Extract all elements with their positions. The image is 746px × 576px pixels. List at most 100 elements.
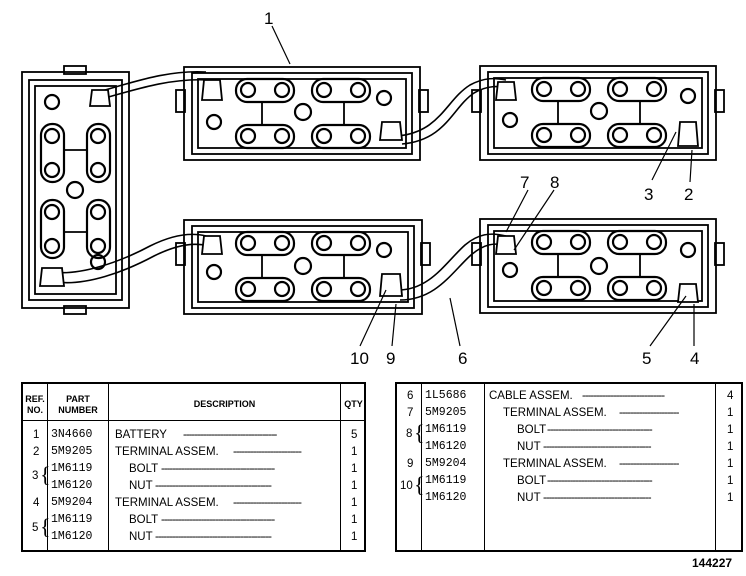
table-row: 1M6120 NUT -----------------------------… <box>397 439 741 455</box>
dot-leader: ----------------------------------------… <box>155 531 272 543</box>
row-part-number: 1M6120 <box>51 530 93 543</box>
dot-leader: -------------------------------------- <box>543 492 652 504</box>
row-qty: 1 <box>351 446 358 458</box>
group-ref: 10 <box>400 480 413 492</box>
row-qty: 1 <box>727 475 734 487</box>
row-qty: 1 <box>727 441 734 453</box>
group-brace: { <box>414 472 425 497</box>
row-qty: 1 <box>351 497 358 509</box>
row-ref: 9 <box>407 458 414 470</box>
callout-1: 1 <box>264 9 273 28</box>
battery-top-right <box>471 65 725 161</box>
row-description: NUT <box>129 531 153 543</box>
row-qty: 1 <box>351 480 358 492</box>
table-row: 9 5M9204 TERMINAL ASSEM. ---------------… <box>397 456 741 472</box>
row-qty: 1 <box>727 407 734 419</box>
header-qty: QTY <box>344 399 363 409</box>
row-part-number: 1L5686 <box>425 389 467 402</box>
row-ref: 2 <box>33 446 40 458</box>
row-part-number: 5M9204 <box>51 496 93 509</box>
header-description: DESCRIPTION <box>193 399 256 409</box>
table-row: 1M6120 NUT -----------------------------… <box>397 490 741 506</box>
battery-wiring-diagram: 1 3 2 7 8 10 9 6 5 4 <box>21 9 725 368</box>
row-part-number: 1M6119 <box>51 513 93 526</box>
group-brace: { <box>40 514 51 539</box>
table-row: 2 5M9205 TERMINAL ASSEM. ---------------… <box>23 444 364 460</box>
table-row: 7 5M9205 TERMINAL ASSEM. ---------------… <box>397 405 741 421</box>
dot-leader: ----------------------------------------… <box>155 480 272 492</box>
terminals <box>38 79 700 303</box>
dot-leader: ---------------------------------------- <box>161 514 275 526</box>
row-qty: 1 <box>351 514 358 526</box>
row-qty: 5 <box>351 429 358 441</box>
dot-leader: --------------------- <box>619 407 679 419</box>
table-row: 1M6120 NUT -----------------------------… <box>23 478 364 494</box>
row-description: NUT <box>517 492 541 504</box>
row-description: NUT <box>129 480 153 492</box>
terminal-clamp <box>201 79 223 101</box>
terminal-clamp <box>378 121 404 141</box>
terminal-clamp <box>379 273 403 297</box>
terminal-clamp <box>200 235 224 255</box>
dot-leader: ------------------------ <box>233 497 302 509</box>
table-row: 1M6119 BOLT ----------------------------… <box>23 512 364 528</box>
cable-3 <box>51 233 207 274</box>
dot-leader: -------------------------------------- <box>543 441 652 453</box>
cable-1 <box>97 70 207 93</box>
table-row: 1M6120 NUT -----------------------------… <box>23 529 364 545</box>
row-description: NUT <box>517 441 541 453</box>
header-ref-no: REF. NO. <box>25 394 45 415</box>
battery-bottom-right <box>471 218 725 314</box>
callout-7: 7 <box>520 173 529 192</box>
cable-2 <box>397 77 507 137</box>
callout-9: 9 <box>386 349 395 368</box>
row-description: BOLT <box>517 424 547 436</box>
row-ref: 7 <box>407 407 414 419</box>
callout-2: 2 <box>684 185 693 204</box>
parts-table-left: REF. NO. PART NUMBER DESCRIPTION QTY { 3… <box>21 382 366 552</box>
row-description: BOLT <box>129 514 159 526</box>
row-description: BOLT <box>517 475 547 487</box>
row-part-number: 1M6119 <box>51 462 93 475</box>
parts-table-right: { 8 { 10 6 1L5686 CABLE ASSEM. ---------… <box>395 382 743 552</box>
table-row: 4 5M9204 TERMINAL ASSEM. ---------------… <box>23 495 364 511</box>
callout-8: 8 <box>550 173 559 192</box>
table-row: 6 1L5686 CABLE ASSEM. ------------------… <box>397 388 741 404</box>
row-part-number: 3N4660 <box>51 428 93 441</box>
row-qty: 1 <box>351 463 358 475</box>
terminal-clamp <box>88 89 112 107</box>
row-ref: 1 <box>33 429 40 441</box>
callout-10: 10 <box>350 349 369 368</box>
terminal-clamp <box>38 267 66 287</box>
cables <box>51 70 509 301</box>
dot-leader: ------------------------------------- <box>547 424 653 436</box>
row-qty: 1 <box>727 458 734 470</box>
row-part-number: 5M9205 <box>425 406 467 419</box>
row-qty: 4 <box>727 390 734 402</box>
table-row: 1M6119 BOLT ----------------------------… <box>397 473 741 489</box>
terminal-clamp <box>676 283 700 303</box>
callout-6: 6 <box>458 349 467 368</box>
row-part-number: 1M6120 <box>425 440 467 453</box>
row-description: BATTERY <box>115 429 167 441</box>
callout-4: 4 <box>690 349 699 368</box>
row-part-number: 1M6120 <box>51 479 93 492</box>
group-brace: { <box>40 462 51 487</box>
callout-3: 3 <box>644 185 653 204</box>
row-description: TERMINAL ASSEM. <box>115 446 219 458</box>
table-row: 1 3N4660 BATTERY -----------------------… <box>23 427 364 443</box>
dot-leader: --------------------- <box>619 458 679 470</box>
terminal-clamp <box>494 81 518 101</box>
terminal-clamp <box>494 235 518 255</box>
row-part-number: 5M9205 <box>51 445 93 458</box>
group-ref: 8 <box>406 428 413 440</box>
group-ref: 5 <box>32 522 39 534</box>
row-part-number: 1M6120 <box>425 491 467 504</box>
dot-leader: ------------------------ <box>233 446 302 458</box>
leader-lines <box>271 25 695 347</box>
terminal-clamp <box>677 121 699 147</box>
group-ref: 3 <box>32 470 39 482</box>
figure-number: 144227 <box>692 556 733 570</box>
row-qty: 1 <box>727 424 734 436</box>
table-row: 1M6119 BOLT ----------------------------… <box>397 422 741 438</box>
